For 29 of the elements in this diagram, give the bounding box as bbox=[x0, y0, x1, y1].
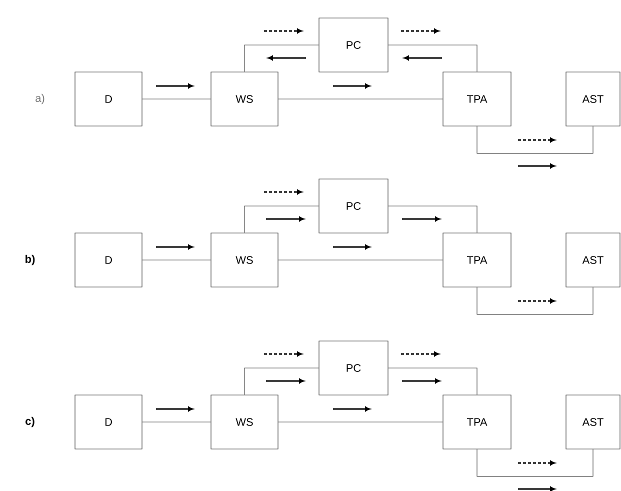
connector-line bbox=[476, 287, 594, 315]
connector-line bbox=[388, 368, 478, 395]
process-box: AST bbox=[566, 394, 620, 450]
connector-line bbox=[278, 98, 443, 100]
connector-line bbox=[388, 206, 478, 233]
process-box: WS bbox=[210, 232, 278, 288]
process-box: WS bbox=[210, 394, 278, 450]
process-box: PC bbox=[318, 18, 388, 72]
process-box: PC bbox=[318, 340, 388, 396]
connector-line bbox=[244, 206, 319, 233]
process-box: TPA bbox=[442, 232, 512, 288]
process-box: D bbox=[74, 394, 142, 450]
connector-line bbox=[142, 98, 211, 100]
process-box: WS bbox=[210, 72, 278, 126]
process-box: TPA bbox=[442, 72, 512, 126]
connector-line bbox=[244, 44, 319, 72]
process-box: PC bbox=[318, 178, 388, 234]
connector-line bbox=[476, 126, 594, 154]
panel-label: c) bbox=[26, 416, 34, 428]
process-box: D bbox=[74, 72, 142, 126]
process-box: AST bbox=[566, 72, 620, 126]
panel-label: a) bbox=[36, 94, 44, 104]
process-box: AST bbox=[566, 232, 620, 288]
connector-line bbox=[388, 44, 478, 72]
process-box: TPA bbox=[442, 394, 512, 450]
connector-line bbox=[476, 449, 594, 477]
process-box: D bbox=[74, 232, 142, 288]
panel-label: b) bbox=[26, 254, 35, 266]
connector-line bbox=[244, 368, 319, 395]
